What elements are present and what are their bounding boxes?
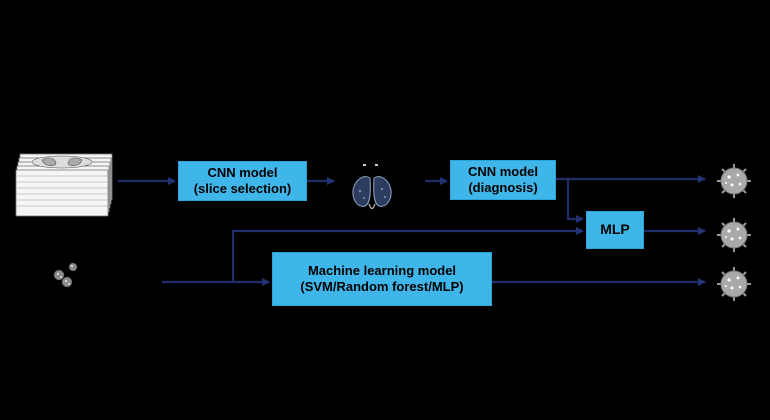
ct-slice-stack-icon [15,153,113,217]
cnn-diagnosis-subtitle: (diagnosis) [468,180,538,195]
mlp-label: MLP [600,221,630,238]
coronavirus-icon [717,267,751,301]
ml-model-subtitle: (SVM/Random forest/MLP) [300,279,464,294]
machine-learning-model-box: Machine learning model (SVM/Random fores… [272,252,492,306]
cnn-slice-subtitle: (slice selection) [193,181,292,196]
mlp-box: MLP [586,211,644,249]
lung-ct-slice-icon [352,164,392,210]
cnn-diagnosis-title: CNN model [467,163,539,179]
cnn-diagnosis-box: CNN model (diagnosis) [450,160,556,200]
coronavirus-icon [717,218,751,252]
coronavirus-icon [717,164,751,198]
ml-model-title: Machine learning model [307,262,457,278]
cnn-slice-selection-box: CNN model (slice selection) [178,161,307,201]
arrow-diag-to-mlp [566,179,584,223]
cnn-slice-title: CNN model [207,164,278,180]
arrow-clinical-to-mlp [231,227,584,282]
virus-cluster-icon [53,262,78,288]
